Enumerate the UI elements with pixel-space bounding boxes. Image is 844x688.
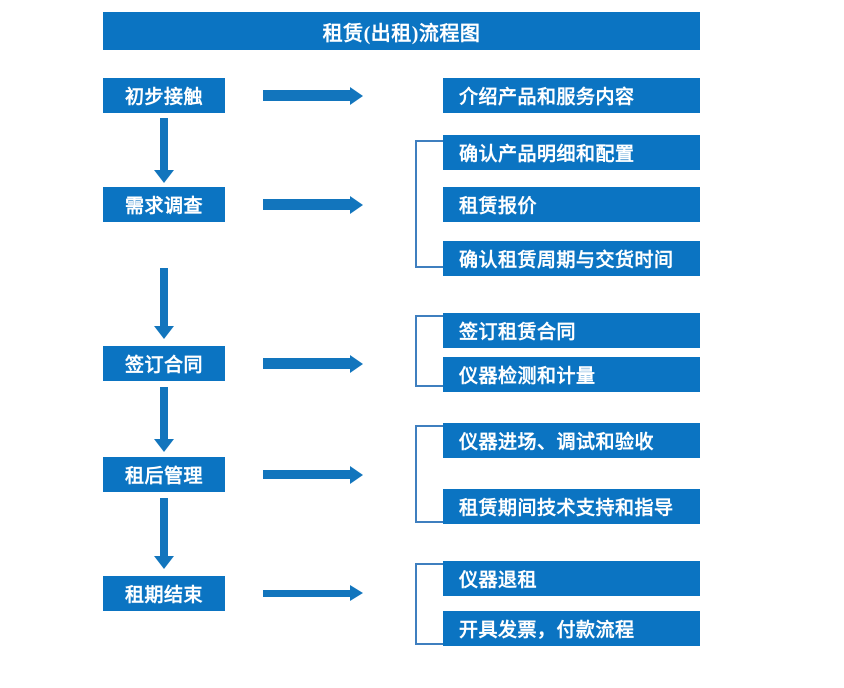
bracket-group-3	[415, 315, 443, 387]
detail-label-3: 租赁报价	[459, 196, 538, 217]
arrow-shaft	[263, 90, 352, 101]
bracket-group-2	[415, 140, 443, 268]
arrow-head	[350, 87, 363, 105]
detail-label-5: 签订租赁合同	[459, 322, 577, 343]
detail-box-6[interactable]: 仪器检测和计量	[443, 357, 700, 392]
stage-box-3[interactable]: 签订合同	[103, 346, 225, 381]
detail-box-4[interactable]: 确认租赁周期与交货时间	[443, 241, 700, 276]
arrow-shaft	[263, 199, 352, 210]
stage-label-4: 租后管理	[124, 466, 203, 487]
arrow-shaft	[263, 590, 352, 597]
detail-box-9[interactable]: 仪器退租	[443, 561, 700, 596]
stage-box-5[interactable]: 租期结束	[103, 576, 225, 611]
detail-label-4: 确认租赁周期与交货时间	[459, 250, 674, 271]
stage-label-2: 需求调查	[124, 196, 203, 217]
detail-label-1: 介绍产品和服务内容	[459, 87, 635, 108]
stage-box-4[interactable]: 租后管理	[103, 457, 225, 492]
arrow-head	[154, 326, 174, 339]
stage-label-3: 签订合同	[124, 355, 203, 376]
arrow-head	[350, 196, 363, 214]
arrow-shaft	[160, 498, 168, 556]
stage-label-1: 初步接触	[124, 87, 203, 108]
detail-label-9: 仪器退租	[459, 570, 538, 591]
arrow-shaft	[160, 387, 168, 439]
arrow-head	[350, 466, 363, 484]
detail-box-5[interactable]: 签订租赁合同	[443, 313, 700, 348]
bracket-group-4	[415, 425, 443, 523]
detail-label-6: 仪器检测和计量	[459, 366, 596, 387]
arrow-head	[154, 439, 174, 452]
detail-box-8[interactable]: 租赁期间技术支持和指导	[443, 489, 700, 524]
arrow-shaft	[160, 118, 168, 170]
arrow-shaft	[263, 470, 352, 479]
detail-box-2[interactable]: 确认产品明细和配置	[443, 135, 700, 170]
arrow-head	[154, 170, 174, 183]
detail-label-7: 仪器进场、调试和验收	[459, 432, 655, 453]
detail-box-3[interactable]: 租赁报价	[443, 187, 700, 222]
arrow-head	[154, 556, 174, 569]
detail-box-10[interactable]: 开具发票，付款流程	[443, 611, 700, 646]
chart-title: 租赁(出租)流程图	[322, 22, 481, 45]
detail-label-10: 开具发票，付款流程	[459, 620, 635, 641]
detail-box-7[interactable]: 仪器进场、调试和验收	[443, 423, 700, 458]
detail-box-1[interactable]: 介绍产品和服务内容	[443, 78, 700, 113]
arrow-shaft	[160, 268, 168, 326]
stage-box-2[interactable]: 需求调查	[103, 187, 225, 222]
bracket-group-5	[415, 563, 443, 645]
detail-label-2: 确认产品明细和配置	[459, 144, 635, 165]
chart-title-bar: 租赁(出租)流程图	[103, 12, 700, 50]
detail-label-8: 租赁期间技术支持和指导	[459, 498, 674, 519]
arrow-head	[350, 355, 363, 373]
stage-box-1[interactable]: 初步接触	[103, 78, 225, 113]
arrow-shaft	[263, 358, 352, 369]
stage-label-5: 租期结束	[124, 585, 203, 606]
arrow-head	[350, 585, 363, 601]
